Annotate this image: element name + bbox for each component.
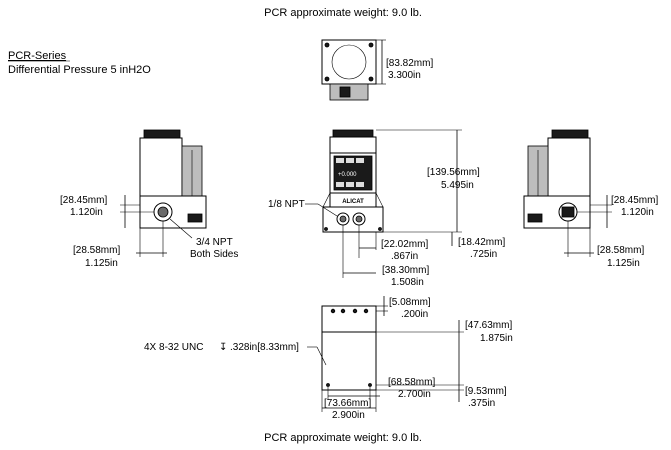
front-d2-in: .725in (470, 249, 497, 260)
weight-title-top: PCR approximate weight: 9.0 lb. (264, 7, 422, 19)
top-view-screw (368, 42, 374, 48)
bottom-edge-mm: [5.08mm] (389, 297, 431, 308)
left-view-top-connector (143, 129, 181, 139)
left-view-port-inner (157, 206, 169, 218)
front-d1-in: .867in (391, 251, 418, 262)
bottom-view-hole (330, 308, 336, 314)
front-view-top-connector (332, 129, 374, 138)
top-width-mm: [83.82mm] (386, 58, 433, 69)
top-view: [83.82mm] 3.300in (321, 39, 433, 101)
left-height-in: 1.120in (70, 207, 103, 218)
left-view: [28.45mm] 1.120in [28.58mm] 1.125in 3/4 … (60, 129, 238, 269)
bottom-hole-offset-mm: [9.53mm] (465, 386, 507, 397)
front-view: +0.000 ALICAT 1/8 NPT [139.56mm] 5.495in… (268, 129, 505, 288)
right-view-fitting (527, 213, 543, 223)
front-port-label: 1/8 NPT (268, 199, 305, 210)
display-button (336, 182, 344, 187)
front-view-slope (375, 192, 384, 208)
right-view-port-inner (561, 206, 575, 218)
right-height-in: 1.120in (621, 207, 654, 218)
bottom-view-thread-hole (368, 383, 372, 387)
leader-port-note (169, 218, 193, 239)
right-view: [28.45mm] 1.120in [28.58mm] 1.125in (523, 129, 658, 269)
right-offset-mm: [28.58mm] (597, 245, 644, 256)
front-d3-in: 1.508in (391, 277, 424, 288)
left-view-fitting (187, 213, 203, 223)
bottom-height-in: 1.875in (480, 333, 513, 344)
front-view-mount-hole (378, 227, 382, 231)
top-view-screw (368, 76, 374, 82)
right-height-mm: [28.45mm] (611, 195, 658, 206)
bottom-width-mm: [73.66mm] (324, 398, 371, 409)
front-view-port-left-inner (339, 215, 347, 223)
series-name: PCR-Series (8, 50, 67, 62)
top-view-connector (339, 86, 351, 98)
left-height-mm: [28.45mm] (60, 195, 107, 206)
front-height-mm: [139.56mm] (427, 167, 480, 178)
bottom-hole-span-in: 2.700in (398, 389, 431, 400)
bottom-width-in: 2.900in (332, 410, 365, 421)
front-d3-mm: [38.30mm] (382, 265, 429, 276)
left-offset-in: 1.125in (85, 258, 118, 269)
front-d2-mm: [18.42mm] (458, 237, 505, 248)
top-view-screw (324, 42, 330, 48)
bottom-view-plate (321, 331, 377, 391)
top-view-body (321, 39, 377, 85)
display-button (346, 158, 354, 163)
bottom-hole-span-mm: [68.58mm] (388, 377, 435, 388)
front-view-mount-hole (324, 227, 328, 231)
bottom-thread-note: 4X 8-32 UNC (144, 342, 203, 353)
front-height-in: 5.495in (441, 180, 474, 191)
left-offset-mm: [28.58mm] (73, 245, 120, 256)
top-view-port-circle (331, 44, 367, 80)
display-button (336, 158, 344, 163)
bottom-depth-symbol: ↧ (219, 342, 227, 353)
leader-thread (316, 346, 327, 366)
display-button (356, 158, 364, 163)
top-width-in: 3.300in (388, 70, 421, 81)
left-view-base (139, 195, 207, 229)
left-port-note-1: 3/4 NPT (196, 237, 233, 248)
bottom-hole-offset-in: .375in (468, 398, 495, 409)
leader-port (317, 203, 338, 217)
series-description: Differential Pressure 5 inH2O (8, 64, 151, 76)
bottom-view: 4X 8-32 UNC ↧ .328in[8.33mm] [5.08mm] .2… (144, 296, 513, 421)
bottom-view-thread-hole (326, 383, 330, 387)
bottom-view-hole (352, 308, 358, 314)
bottom-view-hole (363, 308, 369, 314)
front-view-port-right-inner (355, 215, 363, 223)
weight-title-bottom: PCR approximate weight: 9.0 lb. (264, 432, 422, 444)
front-view-slope (322, 192, 331, 208)
bottom-view-hole (340, 308, 346, 314)
display-button (346, 182, 354, 187)
top-view-screw (324, 76, 330, 82)
bottom-edge-in: .200in (401, 309, 428, 320)
right-view-top-connector (551, 129, 589, 139)
bottom-thread-depth: .328in[8.33mm] (230, 342, 299, 353)
right-offset-in: 1.125in (607, 258, 640, 269)
display-readout: +0.000 (338, 172, 357, 178)
display-button (356, 182, 364, 187)
bottom-height-mm: [47.63mm] (465, 320, 512, 331)
front-d1-mm: [22.02mm] (381, 239, 428, 250)
left-port-note-2: Both Sides (190, 249, 238, 260)
front-view-logo: ALICAT (342, 199, 364, 205)
